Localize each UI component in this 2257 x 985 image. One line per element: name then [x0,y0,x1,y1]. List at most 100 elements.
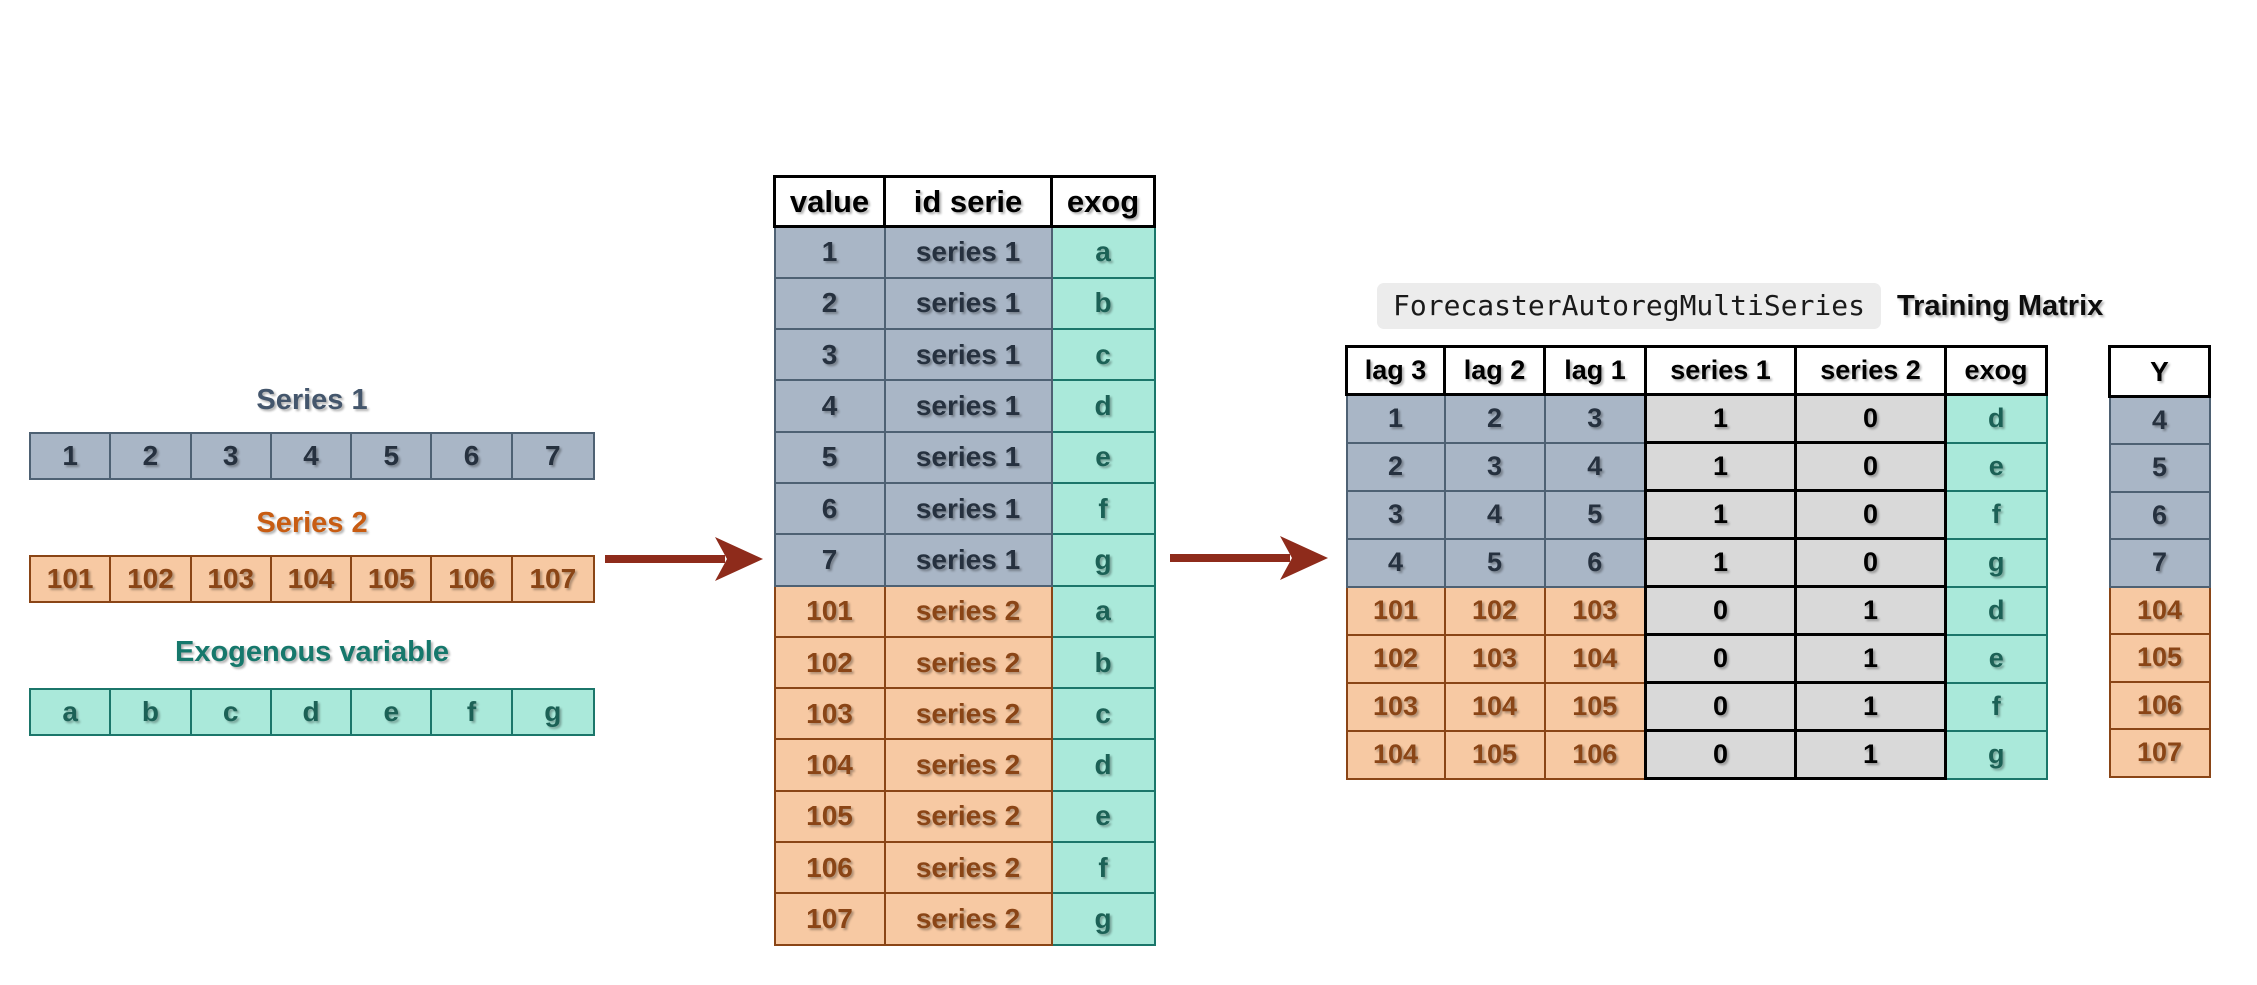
series2-cell: 102 [111,557,192,601]
series1-cell: 6 [432,434,513,478]
lag-cell: 3 [1543,393,1647,444]
exog-cell: a [31,690,112,734]
id-serie-cell: series 1 [883,481,1053,536]
id-serie-cell: series 1 [883,533,1053,587]
series1-cell: 2 [111,434,192,478]
column-header-y: Y [2108,345,2211,398]
y-value-cell: 6 [2108,490,2211,540]
lag-cell: 102 [1345,633,1446,684]
y-table-row: 5 [2108,443,2211,493]
exogenous-title: Exogenous variable [175,636,449,668]
series1-flag-cell: 0 [1644,681,1797,732]
lag-cell: 4 [1443,489,1546,540]
exog-cell: c [1050,328,1156,382]
id-serie-cell: series 2 [883,687,1053,741]
series1-flag-cell: 1 [1644,537,1797,588]
lag-cell: 104 [1443,681,1546,732]
exog-cell: f [1050,841,1156,895]
column-header-series2: series 2 [1794,345,1947,396]
exog-cell: f [1944,681,2048,732]
lag-cell: 3 [1443,441,1546,492]
exog-cell: b [1050,276,1156,331]
series1-flag-cell: 1 [1644,441,1797,492]
exog-cell: e [1944,441,2048,492]
y-table-header-row: Y [2108,345,2211,398]
y-table-row: 4 [2108,395,2211,445]
lag-cell: 5 [1443,537,1546,588]
arrow-right-icon [1170,536,1328,580]
y-value-cell: 7 [2108,538,2211,588]
column-header-lag1: lag 1 [1543,345,1647,396]
lag-cell: 1 [1345,393,1446,444]
value-cell: 1 [773,225,886,279]
lag-cell: 106 [1543,729,1647,780]
series2-title: Series 2 [256,507,368,539]
exog-cell: g [1050,533,1156,587]
lag-cell: 3 [1345,489,1446,540]
series1-cell: 5 [352,434,433,478]
lag-cell: 2 [1345,441,1446,492]
arrow-right-icon [605,537,763,581]
train-table-header-row: lag 3 lag 2 lag 1 series 1 series 2 exog [1345,345,2048,396]
column-header-lag2: lag 2 [1443,345,1546,396]
y-value-cell: 107 [2108,728,2211,778]
lag-cell: 4 [1345,537,1446,588]
exog-cell: g [512,690,593,734]
series2-cell: 105 [352,557,433,601]
id-serie-cell: series 2 [883,584,1053,638]
value-cell: 104 [773,738,886,792]
value-cell: 2 [773,276,886,331]
lag-cell: 105 [1443,729,1546,780]
column-header-exog: exog [1944,345,2048,396]
exog-cell: g [1944,537,2048,588]
value-cell: 102 [773,635,886,690]
exog-cell: d [271,690,353,734]
training-matrix-label: Training Matrix [1897,289,2104,322]
exog-cell: g [1944,729,2048,780]
value-cell: 4 [773,379,886,433]
exog-cell: d [1050,738,1156,792]
lag-cell: 105 [1543,681,1647,732]
exog-cell: d [1050,379,1156,433]
column-header-id-serie: id serie [883,175,1053,228]
series1-flag-cell: 0 [1644,585,1797,636]
exog-cell: e [352,690,433,734]
series2-cell: 104 [271,557,353,601]
id-serie-cell: series 2 [883,635,1053,690]
series2-flag-cell: 0 [1794,441,1947,492]
exog-cell: c [1050,687,1156,741]
training-matrix-title: ForecasterAutoregMultiSeries Training Ma… [1377,283,2103,329]
value-cell: 103 [773,687,886,741]
exog-cell: d [1944,585,2048,636]
value-cell: 101 [773,584,886,638]
series1-flag-cell: 1 [1644,393,1797,444]
lag-cell: 103 [1443,633,1546,684]
column-header-exog: exog [1050,175,1156,228]
series2-flag-cell: 0 [1794,393,1947,444]
series2-flag-cell: 1 [1794,681,1947,732]
value-cell: 5 [773,430,886,484]
lag-cell: 103 [1543,585,1647,636]
value-cell: 7 [773,533,886,587]
y-value-cell: 4 [2108,395,2211,445]
exog-cell: f [1050,481,1156,536]
series1-cell: 4 [271,434,353,478]
value-cell: 3 [773,328,886,382]
